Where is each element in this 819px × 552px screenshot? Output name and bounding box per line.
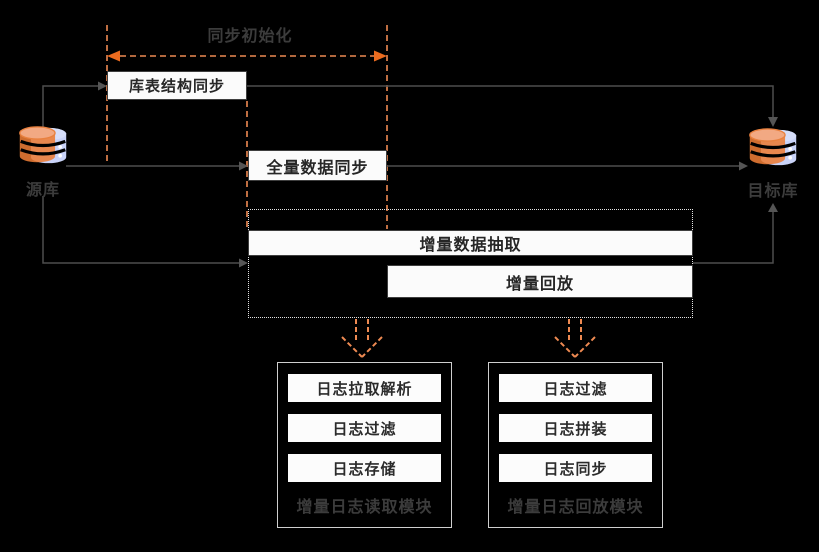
module-item: 日志过滤 [288, 414, 441, 442]
arrowhead-into-incremental-icon [239, 258, 248, 268]
module-log-reader-label: 增量日志读取模块 [296, 499, 433, 516]
module-item: 日志过滤 [499, 374, 652, 402]
arrowhead-into-target-top-icon [768, 117, 778, 127]
target-database [747, 128, 799, 168]
dashed-down-arrow-replayer-icon [554, 319, 596, 358]
arrowhead-into-schema-sync-icon [98, 81, 107, 91]
phase-guide-lines [106, 25, 388, 229]
module-log-reader: 日志拉取解析 日志过滤 日志存储 增量日志读取模块 [277, 362, 452, 528]
arrowhead-into-target-left-icon [739, 161, 748, 171]
phase-label: 同步初始化 [207, 28, 293, 45]
dashed-down-arrow-reader-icon [341, 319, 383, 358]
connector-schema-sync-to-target [247, 85, 774, 117]
arrowhead-right-icon [374, 50, 387, 62]
step-incremental-replay: 增量回放 [387, 265, 693, 298]
source-database-label: 源库 [25, 182, 60, 199]
module-log-replayer-label: 增量日志回放模块 [507, 499, 644, 516]
step-full-sync: 全量数据同步 [248, 150, 387, 181]
arrowhead-into-target-bottom-icon [768, 203, 778, 212]
phase-span-arrowheads [107, 50, 387, 62]
incremental-group [248, 209, 693, 318]
connector-replay-to-target [693, 212, 774, 264]
step-schema-sync: 库表结构同步 [107, 71, 247, 100]
arrowhead-left-icon [107, 50, 120, 62]
target-database-label: 目标库 [747, 183, 799, 200]
database-icon [749, 128, 797, 166]
module-item: 日志拉取解析 [288, 374, 441, 402]
module-item: 日志存储 [288, 454, 441, 482]
source-database [17, 126, 69, 166]
flow-arrowheads [98, 81, 778, 268]
connector-source-to-schema-sync [42, 85, 98, 128]
connector-source-to-incremental [42, 196, 239, 264]
step-incremental-extract: 增量数据抽取 [248, 230, 693, 256]
database-icon [19, 126, 67, 164]
arrowhead-into-full-sync-icon [239, 161, 248, 171]
module-item: 日志拼装 [499, 414, 652, 442]
module-log-replayer: 日志过滤 日志拼装 日志同步 增量日志回放模块 [488, 362, 663, 528]
flow-lines [42, 85, 774, 264]
module-item: 日志同步 [499, 454, 652, 482]
